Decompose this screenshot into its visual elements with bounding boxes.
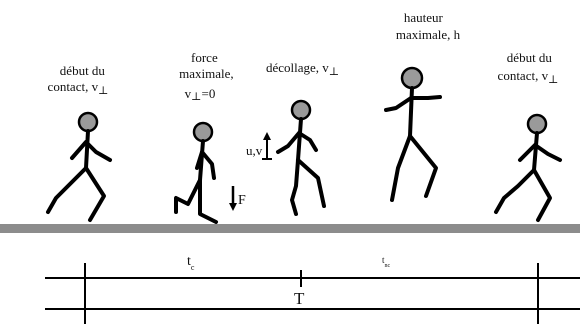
ground-bar: [0, 224, 580, 233]
svg-text:u,v: u,v: [246, 143, 263, 158]
timeline: [45, 263, 580, 324]
label-tnc: tnc: [382, 255, 391, 269]
runner-figure-max-height: [384, 66, 442, 202]
velocity-arrow: u,v: [246, 132, 272, 160]
label-decollage: décollage, v⊥: [266, 60, 339, 78]
runner-figure-takeoff: [276, 99, 326, 216]
label-force-maximale: force maximale, v⊥=0: [179, 50, 237, 103]
runner-figure-max-force: [174, 121, 218, 224]
runner-figure-contact-start: [46, 111, 112, 222]
label-debut-contact-2: début du contact, v⊥: [498, 50, 559, 86]
label-debut-contact-1: début du contact, v⊥: [48, 63, 109, 97]
label-tc: tc: [187, 254, 195, 272]
runner-figure-contact-start-2: [494, 113, 562, 222]
label-hauteur-maximale: hauteur maximale, h: [396, 10, 461, 42]
force-arrow: F: [229, 186, 246, 211]
label-T: T: [294, 289, 305, 308]
svg-text:F: F: [238, 193, 246, 208]
